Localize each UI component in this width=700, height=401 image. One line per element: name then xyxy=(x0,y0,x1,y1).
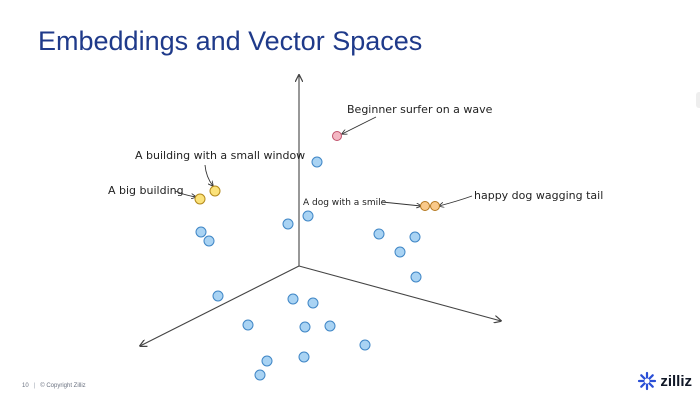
annotation-pointers xyxy=(174,116,473,206)
point-blue xyxy=(302,210,314,222)
zilliz-star-icon xyxy=(638,371,657,391)
pointer-dog-smile xyxy=(381,201,421,206)
point-blue xyxy=(299,321,311,333)
points xyxy=(194,131,440,381)
point-big-building xyxy=(194,193,206,205)
point-blue xyxy=(298,351,310,363)
annotation-big-building: A big building xyxy=(108,184,184,197)
point-blue xyxy=(359,339,371,351)
zilliz-logo: zilliz xyxy=(637,371,692,391)
point-blue xyxy=(261,355,273,367)
logo-text: zilliz xyxy=(660,372,692,390)
pointer-big-building xyxy=(174,190,196,197)
axis-horizontal xyxy=(298,265,501,321)
annotation-dog-smile: A dog with a smile xyxy=(303,198,387,208)
axis-depth xyxy=(140,265,300,346)
point-blue xyxy=(307,297,319,309)
annotation-surfer: Beginner surfer on a wave xyxy=(347,103,493,116)
pointer-surfer xyxy=(342,116,377,134)
footer-divider: | xyxy=(33,383,36,389)
edge-marker xyxy=(696,92,700,108)
point-blue xyxy=(287,293,299,305)
blue-points xyxy=(195,156,422,381)
point-blue xyxy=(409,231,421,243)
point-blue xyxy=(394,246,406,258)
point-dog-smile xyxy=(420,201,430,211)
point-blue xyxy=(242,319,254,331)
axes xyxy=(140,75,501,346)
point-blue xyxy=(254,369,266,381)
point-blue xyxy=(203,235,215,247)
annotations: Beginner surfer on a wave A building wit… xyxy=(108,103,603,208)
copyright-text: © Copyright Zilliz xyxy=(40,383,86,389)
point-surfer xyxy=(332,131,342,141)
point-blue xyxy=(373,228,385,240)
point-blue xyxy=(282,218,294,230)
footer: 10 | © Copyright Zilliz xyxy=(22,383,86,389)
point-blue xyxy=(410,271,422,283)
point-small-window xyxy=(209,185,221,197)
annotation-happy-dog: happy dog wagging tail xyxy=(474,189,603,202)
point-blue xyxy=(311,156,323,168)
slide-title: Embeddings and Vector Spaces xyxy=(38,26,423,56)
point-happy-dog xyxy=(430,201,440,211)
pointer-happy-dog xyxy=(439,195,473,206)
pointer-small-window xyxy=(204,164,213,186)
point-blue xyxy=(212,290,224,302)
point-blue xyxy=(195,226,207,238)
annotation-small-window: A building with a small window xyxy=(135,149,305,162)
point-blue xyxy=(324,320,336,332)
page-number: 10 xyxy=(22,383,29,389)
